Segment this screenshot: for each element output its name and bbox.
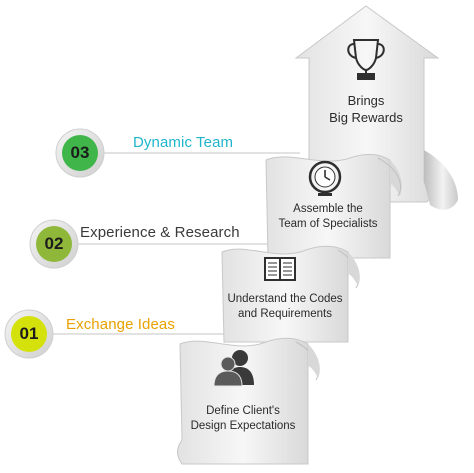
card-2-text: Understand the Codes and Requirements [222, 292, 348, 322]
clock-icon [308, 160, 342, 196]
step-circle-2 [29, 219, 79, 269]
card-top-arrow [294, 5, 458, 210]
trophy-icon [347, 39, 385, 80]
card-3 [265, 153, 402, 259]
card-1-line2: Design Expectations [190, 420, 296, 432]
card-1 [177, 337, 320, 465]
card-1-line1: Define Client's [206, 405, 280, 417]
card-1-text: Define Client's Design Expectations [178, 404, 308, 434]
step-number-2: 02 [44, 234, 64, 253]
step-label-3: Dynamic Team [133, 134, 234, 151]
card-top-line1: Brings [347, 93, 385, 108]
card-2 [221, 245, 360, 343]
step-number-3: 03 [70, 143, 90, 162]
step-label-2: Experience & Research [80, 224, 240, 241]
card-3-text: Assemble the Team of Specialists [266, 202, 390, 232]
card-3-line1: Assemble the [293, 203, 363, 215]
card-top-line2: Big Rewards [329, 110, 403, 125]
card-2-line1: Understand the Codes [227, 293, 343, 305]
step-circle-3 [55, 128, 105, 178]
card-top-text: Brings Big Rewards [310, 92, 422, 126]
card-3-line2: Team of Specialists [278, 218, 378, 230]
step-label-1: Exchange Ideas [66, 316, 175, 333]
book-icon [264, 257, 296, 281]
card-2-line2: and Requirements [238, 308, 332, 320]
people-icon [213, 350, 254, 387]
step-circle-1 [4, 309, 54, 359]
step-number-1: 01 [19, 324, 39, 343]
